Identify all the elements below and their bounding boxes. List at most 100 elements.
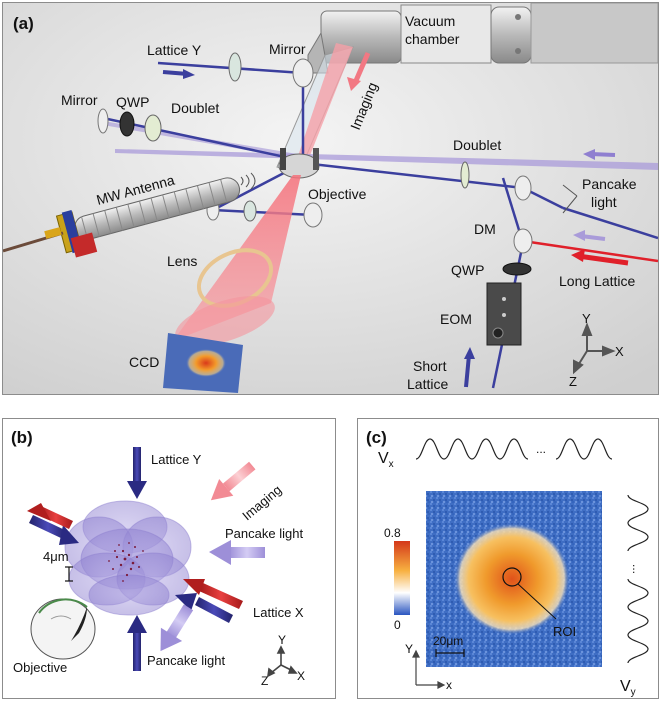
label-pancake-line2: light xyxy=(591,194,617,210)
lattice-x-arrows-right xyxy=(175,579,243,623)
doublet-left-lens xyxy=(144,114,162,142)
lattice-y-arrow-bottom xyxy=(127,615,147,671)
scale-bar-c xyxy=(435,649,465,657)
short-lattice-arrow xyxy=(464,354,471,388)
axis-triad-a xyxy=(573,322,616,375)
imaging-beam xyxy=(293,43,353,173)
dm-element xyxy=(513,228,533,254)
imaging-arrow xyxy=(352,52,371,84)
colorbar-min: 0 xyxy=(394,618,401,632)
label-b-lattice-x: Lattice X xyxy=(253,605,304,620)
label-qwp-right: QWP xyxy=(451,262,484,278)
label-objective: Objective xyxy=(308,186,367,202)
lattice-x-arrows-left xyxy=(27,503,79,545)
vx-wave xyxy=(415,438,613,460)
axis-a-x: X xyxy=(615,344,624,359)
objective-element xyxy=(278,148,320,179)
roi-pointer xyxy=(517,583,557,620)
panel-c-diagram: (c) ... Vx ... Vy ROI 20μm 0.8 0 xyxy=(366,428,649,698)
axis-c-y: Y xyxy=(405,642,413,656)
axis-a-z: Z xyxy=(569,374,577,389)
label-long-lattice: Long Lattice xyxy=(559,273,635,289)
ccd-camera xyxy=(163,333,243,393)
roi-circle xyxy=(502,567,522,587)
label-doublet-left: Doublet xyxy=(171,100,219,116)
qwp-left xyxy=(119,111,135,137)
mirror-left xyxy=(97,108,109,134)
vy-ellipsis: ... xyxy=(630,564,644,574)
axis-triad-b xyxy=(266,645,298,678)
lower-right-mirror xyxy=(303,202,323,228)
label-doublet-right: Doublet xyxy=(453,137,501,153)
panel-c: (c) ... Vx ... Vy ROI 20μm 0.8 0 xyxy=(357,418,659,699)
label-lattice-y: Lattice Y xyxy=(147,42,202,58)
scale-label-b: 4μm xyxy=(43,549,69,564)
label-ccd: CCD xyxy=(129,354,159,370)
label-vacuum-line2: chamber xyxy=(405,31,460,47)
long-lattice-arrow xyxy=(577,253,629,266)
vacuum-chamber xyxy=(307,2,659,74)
label-b-objective: Objective xyxy=(13,660,67,675)
panel-c-tag: (c) xyxy=(366,428,387,447)
axis-a-y: Y xyxy=(582,311,591,326)
vy-wave xyxy=(627,494,649,664)
axis-c xyxy=(412,649,446,689)
pancake-pointer xyxy=(562,184,578,214)
short-lattice-arrowhead xyxy=(464,347,475,359)
doublet-right-arrowhead xyxy=(583,149,595,160)
imaging-arrowhead xyxy=(347,77,361,91)
objective-lens-b xyxy=(30,598,96,660)
mirror-right xyxy=(514,175,532,201)
eom-device xyxy=(486,282,522,346)
label-b-lattice-y: Lattice Y xyxy=(151,452,202,467)
vx-ellipsis: ... xyxy=(536,442,546,456)
label-short-line1: Short xyxy=(413,358,447,374)
label-eom: EOM xyxy=(440,311,472,327)
label-lens: Lens xyxy=(167,253,197,269)
label-dm: DM xyxy=(474,221,496,237)
pancake-arrow-right xyxy=(209,540,265,565)
qwp-right xyxy=(502,262,532,276)
colorbar xyxy=(394,541,410,615)
imaging-cone-base xyxy=(175,296,275,346)
atom-image xyxy=(426,491,602,667)
antenna-connector xyxy=(2,227,98,258)
lattice-y-lens xyxy=(228,52,242,82)
label-mirror-left: Mirror xyxy=(61,92,98,108)
lattice-y-arrowhead xyxy=(183,69,195,79)
panel-a-diagram: (a) Lattice Y Mirror Vacuum chamber Imag… xyxy=(2,2,659,394)
axis-c-x: x xyxy=(446,678,452,692)
label-b-pancake-right: Pancake light xyxy=(225,526,303,541)
lattice-y-arrow-top xyxy=(127,447,147,499)
axis-b-x: X xyxy=(297,669,305,683)
long-lattice-beam xyxy=(522,239,659,263)
doublet-right-lens xyxy=(460,161,470,189)
pancake-stack xyxy=(64,500,192,616)
scale-label-c: 20μm xyxy=(433,634,463,648)
label-b-pancake-bottom: Pancake light xyxy=(147,653,225,668)
mw-wave-icon xyxy=(240,172,256,190)
roi-label: ROI xyxy=(553,624,576,639)
label-mirror-top: Mirror xyxy=(269,41,306,57)
label-b-imaging: Imaging xyxy=(239,482,284,523)
label-short-line2: Lattice xyxy=(407,376,448,392)
lower-lens xyxy=(243,200,257,222)
panel-a-tag: (a) xyxy=(13,14,34,33)
axis-b-y: Y xyxy=(278,633,286,647)
panel-b: (b) xyxy=(2,418,336,699)
pancake-arrow-bottom xyxy=(160,604,194,652)
label-vacuum-line1: Vacuum xyxy=(405,13,455,29)
vx-label: Vx xyxy=(378,450,394,470)
atom-cloud xyxy=(108,542,144,582)
label-pancake-line1: Pancake xyxy=(582,176,637,192)
axis-b-z: Z xyxy=(261,674,268,688)
pancake-arrowhead xyxy=(573,230,585,241)
panel-b-diagram: (b) xyxy=(11,428,305,688)
pancake-beam xyxy=(115,149,658,170)
label-qwp-left: QWP xyxy=(116,94,149,110)
vy-label: Vy xyxy=(620,678,636,698)
long-lattice-arrowhead xyxy=(571,249,585,262)
scale-bar-b xyxy=(65,566,73,582)
panel-b-tag: (b) xyxy=(11,428,33,447)
colorbar-max: 0.8 xyxy=(384,526,401,540)
